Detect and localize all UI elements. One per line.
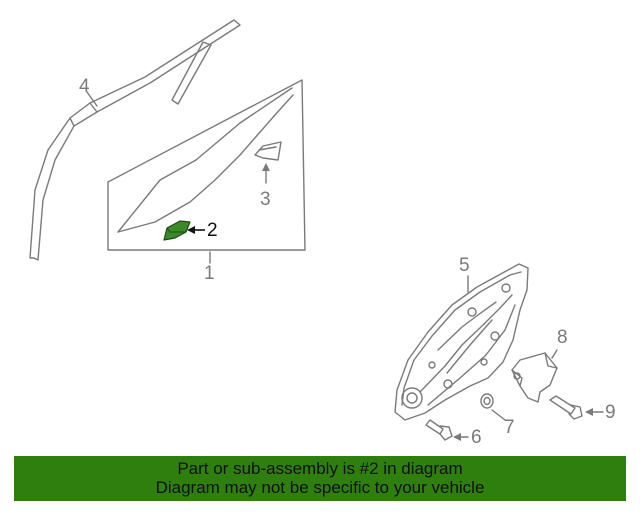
callout-1: 1 <box>204 263 215 284</box>
callout-6: 6 <box>471 427 482 448</box>
glass-part-1 <box>107 79 306 251</box>
banner-line-1: Part or sub-assembly is #2 in diagram <box>177 459 463 478</box>
bracket-part-3 <box>254 141 282 161</box>
callout-8: 8 <box>557 327 568 348</box>
callout-9: 9 <box>605 402 616 423</box>
leader-lines <box>86 91 604 438</box>
washer-part-7 <box>480 393 494 409</box>
channel-part-2-highlighted <box>163 220 205 241</box>
callout-7: 7 <box>504 417 515 438</box>
run-channel-part-4 <box>29 19 241 261</box>
regulator-panel-part-5 <box>394 263 529 421</box>
motor-part-8 <box>511 352 558 403</box>
callout-4: 4 <box>79 76 90 97</box>
callout-2: 2 <box>207 220 218 241</box>
leader-arrowheads <box>262 163 593 441</box>
bolt-part-9 <box>549 395 583 420</box>
callout-3: 3 <box>260 189 271 210</box>
callout-5: 5 <box>459 255 470 276</box>
bolt-part-6 <box>425 419 453 441</box>
info-banner: Part or sub-assembly is #2 in diagram Di… <box>14 456 626 501</box>
banner-line-2: Diagram may not be specific to your vehi… <box>155 478 485 497</box>
parts-diagram <box>29 19 604 441</box>
